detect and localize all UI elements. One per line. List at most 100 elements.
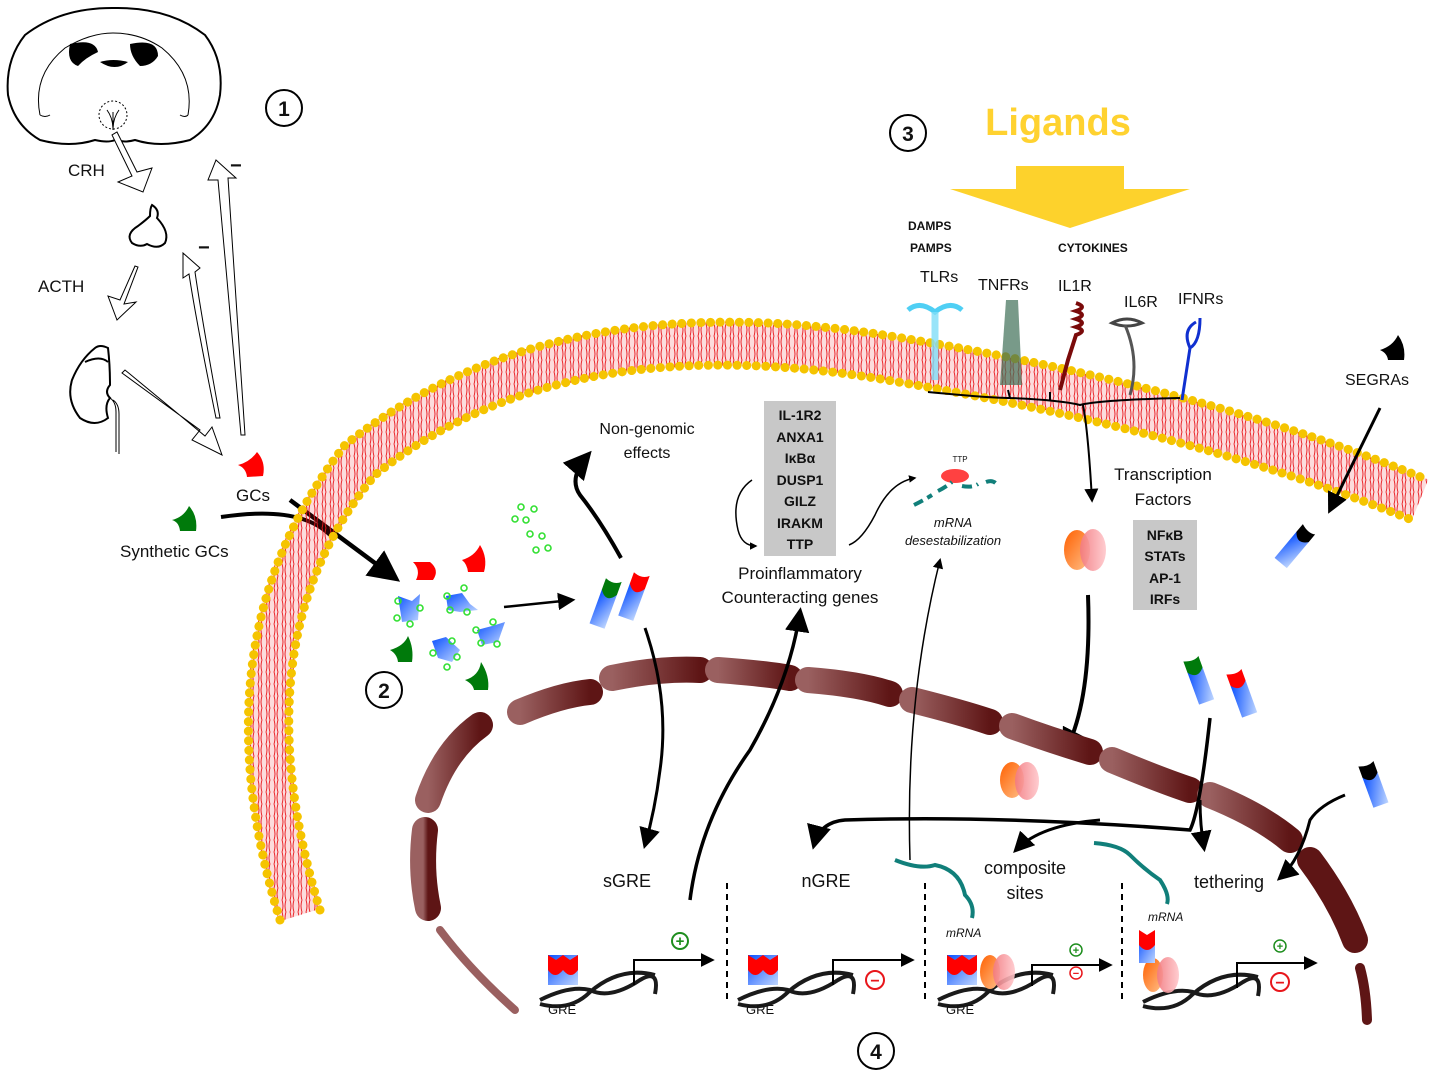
gene-item: IL-1R2 bbox=[779, 407, 822, 423]
hypothalamus-icon bbox=[106, 109, 120, 131]
gr-hsp-3 bbox=[477, 622, 505, 645]
ngre-label: nGRE bbox=[801, 871, 850, 891]
mrna-strand-tethering bbox=[1093, 841, 1170, 905]
degraded-mrna bbox=[913, 479, 1000, 507]
il1r-receptor-icon bbox=[1058, 301, 1084, 391]
ttp-protein bbox=[941, 469, 969, 483]
tf-item: AP-1 bbox=[1149, 570, 1181, 586]
svg-text:3: 3 bbox=[902, 123, 914, 146]
synthetic-ligand-free-1 bbox=[390, 636, 413, 662]
gr-natural-complex bbox=[618, 572, 650, 621]
ligands-section: Ligands 3 DAMPS PAMPS CYTOKINES TLRs TNF… bbox=[889, 102, 1409, 569]
sgre-label: sGRE bbox=[603, 871, 651, 891]
brain-ventricle-right bbox=[130, 42, 158, 66]
svg-text:−: − bbox=[1073, 968, 1079, 980]
gr-hsp-4 bbox=[432, 637, 460, 662]
step-2-badge: 2 bbox=[365, 671, 403, 709]
minus-icon bbox=[1069, 966, 1083, 980]
crh-label: CRH bbox=[68, 161, 105, 180]
gene-feedback-arrow bbox=[735, 479, 758, 550]
ttp-arrow bbox=[848, 475, 917, 546]
gene-item: DUSP1 bbox=[777, 472, 824, 488]
gc-ligand-free-2 bbox=[462, 545, 486, 572]
svg-text:2: 2 bbox=[378, 680, 390, 703]
tf-dimer-cytoplasm bbox=[1064, 529, 1106, 571]
gre-label: GRE bbox=[946, 1002, 975, 1017]
segra-receptor-nucleus bbox=[1358, 760, 1389, 808]
step-3-badge: 3 bbox=[889, 114, 927, 152]
receptor-signaling-brace bbox=[927, 389, 1181, 500]
step-4-badge: 4 bbox=[857, 1032, 895, 1070]
cytokines-label: CYTOKINES bbox=[1058, 241, 1128, 255]
proinflammatory-label-1: Proinflammatory bbox=[738, 564, 862, 583]
transcription-arrow bbox=[633, 953, 715, 985]
tf-item: NFκB bbox=[1147, 527, 1184, 543]
tf-list: NFκB STATs AP-1 IRFs bbox=[1144, 527, 1185, 607]
plus-icon bbox=[1069, 943, 1083, 957]
transcription-arrow bbox=[1236, 956, 1318, 988]
plus-icon bbox=[1273, 939, 1287, 953]
pituitary-icon bbox=[128, 203, 168, 248]
activation-arrow bbox=[503, 592, 576, 611]
membrane-outer-heads bbox=[243, 317, 1433, 925]
svg-text:−: − bbox=[1275, 975, 1284, 992]
adrenal-kidney-icon bbox=[69, 345, 112, 424]
transcription-arrow bbox=[1031, 958, 1113, 986]
proinflammatory-label-2: Counteracting genes bbox=[722, 588, 879, 607]
non-genomic-arrow bbox=[562, 450, 623, 559]
tf-box bbox=[1133, 520, 1197, 610]
brain-ventricle-left bbox=[69, 42, 98, 66]
gene-item: IκBα bbox=[785, 450, 816, 466]
svg-text:4: 4 bbox=[870, 1041, 882, 1064]
segra-entry-arrow bbox=[1327, 407, 1382, 514]
mrna-strand-composite bbox=[894, 858, 975, 919]
gene-expression-arrow bbox=[688, 607, 810, 901]
dna-panel-composite: + − GRE bbox=[937, 943, 1113, 1017]
transcription-arrow bbox=[832, 953, 915, 985]
acth-label: ACTH bbox=[38, 277, 84, 296]
pamps-label: PAMPS bbox=[910, 241, 952, 255]
gc-ligand-natural bbox=[238, 452, 264, 477]
gr-synthetic-nucleus bbox=[1183, 655, 1215, 705]
tf-dimer-nucleus bbox=[1000, 762, 1039, 800]
anti-inflammatory-genes-box bbox=[764, 401, 836, 556]
gre-label: GRE bbox=[746, 1002, 775, 1017]
mrna-label-composite: mRNA bbox=[946, 926, 981, 940]
segra-receptor-complex bbox=[1274, 524, 1316, 569]
nuclear-envelope bbox=[410, 656, 1372, 1025]
segra-nuclear-arrow bbox=[1276, 793, 1346, 881]
cytoplasm-section: 2 bbox=[365, 401, 1212, 757]
ureter bbox=[109, 397, 120, 454]
minus-icon bbox=[1270, 972, 1290, 992]
tethering-label: tethering bbox=[1194, 872, 1264, 892]
gene-item: IRAKM bbox=[777, 515, 823, 531]
non-genomic-label-2: effects bbox=[624, 445, 671, 462]
feedback-minus-2: − bbox=[198, 237, 210, 259]
membrane-inner-heads bbox=[284, 360, 1417, 915]
damps-label: DAMPS bbox=[908, 219, 951, 233]
tnfr-receptor-icon bbox=[1000, 300, 1022, 385]
dna-panel-tethering: + − bbox=[1139, 930, 1318, 1011]
dna-panel-ngre: − GRE bbox=[737, 953, 915, 1017]
composite-label-1: composite bbox=[984, 858, 1066, 878]
tf-dimer-dna bbox=[1143, 958, 1163, 992]
crh-arrow bbox=[111, 131, 153, 193]
gc-ligand-free-1 bbox=[413, 562, 436, 580]
svg-text:+: + bbox=[1073, 945, 1079, 957]
ligands-arrow bbox=[950, 166, 1190, 228]
gr-synthetic-complex bbox=[589, 578, 622, 629]
hsp-dots bbox=[393, 503, 552, 671]
feedback-arrow-brain bbox=[207, 159, 246, 436]
segras-label: SEGRAs bbox=[1345, 372, 1409, 389]
feedback-minus-1: − bbox=[230, 155, 242, 177]
composite-arrow bbox=[1013, 818, 1101, 854]
svg-text:+: + bbox=[676, 933, 685, 950]
ifnr-receptor-icon bbox=[1180, 317, 1202, 401]
mrna-desest-label-2: desestabilization bbox=[905, 533, 1001, 548]
tethering-arrow bbox=[1190, 799, 1212, 853]
synthetic-gcs-label: Synthetic GCs bbox=[120, 542, 229, 561]
dna-panel-sgre: + GRE bbox=[539, 932, 715, 1017]
tlr-receptor-icon bbox=[906, 303, 964, 380]
nucleus-section: sGRE nGRE composite sites tethering mRNA… bbox=[539, 557, 1389, 1070]
gr-natural-nucleus bbox=[1226, 668, 1258, 718]
